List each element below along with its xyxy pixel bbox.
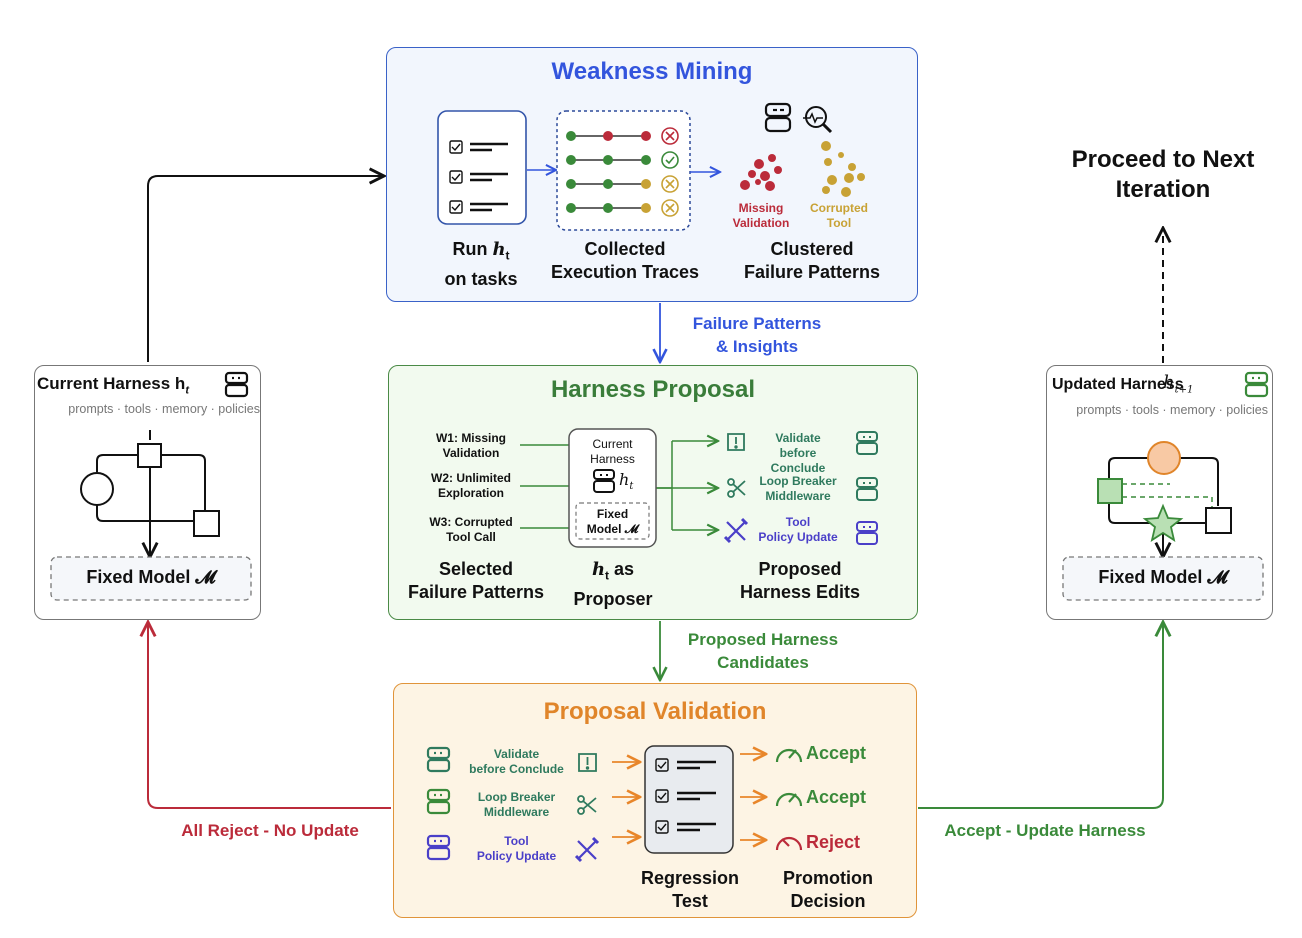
proposal-edit-tool-policy: Tool Policy Update [758,515,838,544]
scissors-icon [727,478,746,498]
gauge-reject-icon [775,836,803,851]
current-model-box [50,556,252,601]
robot-icon [426,788,451,815]
x-circle-icon [661,127,679,145]
magnifier-pulse-icon [803,106,833,134]
updated-harness-title: Updated Harness [1052,376,1184,393]
decision-reject: Reject [806,832,861,852]
x-circle-icon [661,175,679,193]
decision-accept-1: Accept [806,743,867,763]
star-icon [1142,503,1184,542]
weakness-w2: W2: Unlimited Exploration [431,471,511,500]
robot-icon [224,371,249,398]
validation-edit-tool-policy: Tool Policy Update [476,834,557,863]
regression-test-caption: Regression Test [640,868,740,911]
robot-icon [856,477,878,501]
alert-square-icon [727,433,745,451]
robot-icon [593,469,615,493]
robot-icon [856,521,878,545]
validation-edit-loop-breaker: Loop Breaker Middleware [477,790,556,819]
proposal-edit-loop-breaker: Loop Breaker Middleware [759,474,837,503]
tools-icon [723,517,749,544]
updated-node-circle [1147,441,1181,475]
harness-proposal-title: Harness Proposal [550,376,756,403]
task-checklist-card [437,110,527,225]
updated-node-square [1205,507,1232,534]
cluster-missing-validation [740,154,782,191]
current-harness-title: Current Harness ht [37,374,189,397]
accept-update-label: Accept - Update Harness [944,821,1146,840]
cluster-missing-validation-label: Missing Validation [732,201,790,230]
arrow-reject-to-current [148,622,391,809]
checklist-icon [449,140,508,214]
all-reject-label: All Reject - No Update [181,821,359,840]
arrow-current-to-mining [147,176,384,362]
tools-icon [574,836,600,863]
updated-harness-overlay: ht+1 [1163,372,1194,396]
proposer-h-label: ht [619,470,634,493]
proposal-validation-title: Proposal Validation [543,698,767,725]
current-model-label: Fixed Model 𝓜 [86,567,216,587]
cluster-corrupted-tool [821,141,865,197]
weakness-w1: W1: Missing Validation [435,431,506,460]
traces-caption: Collected Execution Traces [550,239,700,282]
updated-harness-subtitle: prompts · tools · memory · policies [1076,403,1268,417]
proposer-model-box [575,502,650,540]
robot-icon [1244,371,1269,398]
weakness-w3: W3: Corrupted Tool Call [429,515,513,544]
traces-box [556,110,691,231]
failure-patterns-label: Failure Patterns & Insights [692,314,822,356]
next-iteration-label: Proceed to Next Iteration [1071,146,1255,203]
validation-edit-validate: Validate before Conclude [469,747,564,776]
selected-failure-caption: Selected Failure Patterns [407,559,545,602]
robot-icon [426,746,451,773]
robot-icon [856,431,878,455]
proposed-candidates-label: Proposed Harness Candidates [687,630,839,672]
clusters-caption: Clustered Failure Patterns [743,239,881,282]
updated-node-square-green [1097,478,1123,504]
scissors-icon [577,795,597,815]
checklist-icon [655,758,716,834]
current-harness-subtitle: prompts · tools · memory · policies [68,402,260,416]
updated-model-box [1062,556,1264,601]
proposal-edit-validate: Validate before Conclude [770,431,826,475]
arrow-accept-to-updated [918,622,1163,809]
alert-square-icon [578,753,597,772]
promotion-decision-caption: Promotion Decision [783,868,873,911]
gauge-accept-icon [775,748,803,763]
weakness-mining-title: Weakness Mining [551,58,753,85]
current-harness-graph [80,430,220,557]
proposer-model-label: Fixed Model 𝓜 [586,507,639,536]
gauge-accept-icon [775,792,803,807]
x-circle-icon [661,199,679,217]
proposer-top-label: Current Harness [590,437,635,466]
decision-accept-2: Accept [806,787,867,807]
robot-icon [426,834,451,861]
robot-icon [764,102,792,133]
trace-rows [566,127,679,217]
check-circle-icon [661,151,679,169]
updated-model-label: Fixed Model 𝓜 [1098,567,1228,587]
proposed-edits-caption: Proposed Harness Edits [739,559,861,602]
cluster-corrupted-tool-label: Corrupted Tool [810,201,868,230]
